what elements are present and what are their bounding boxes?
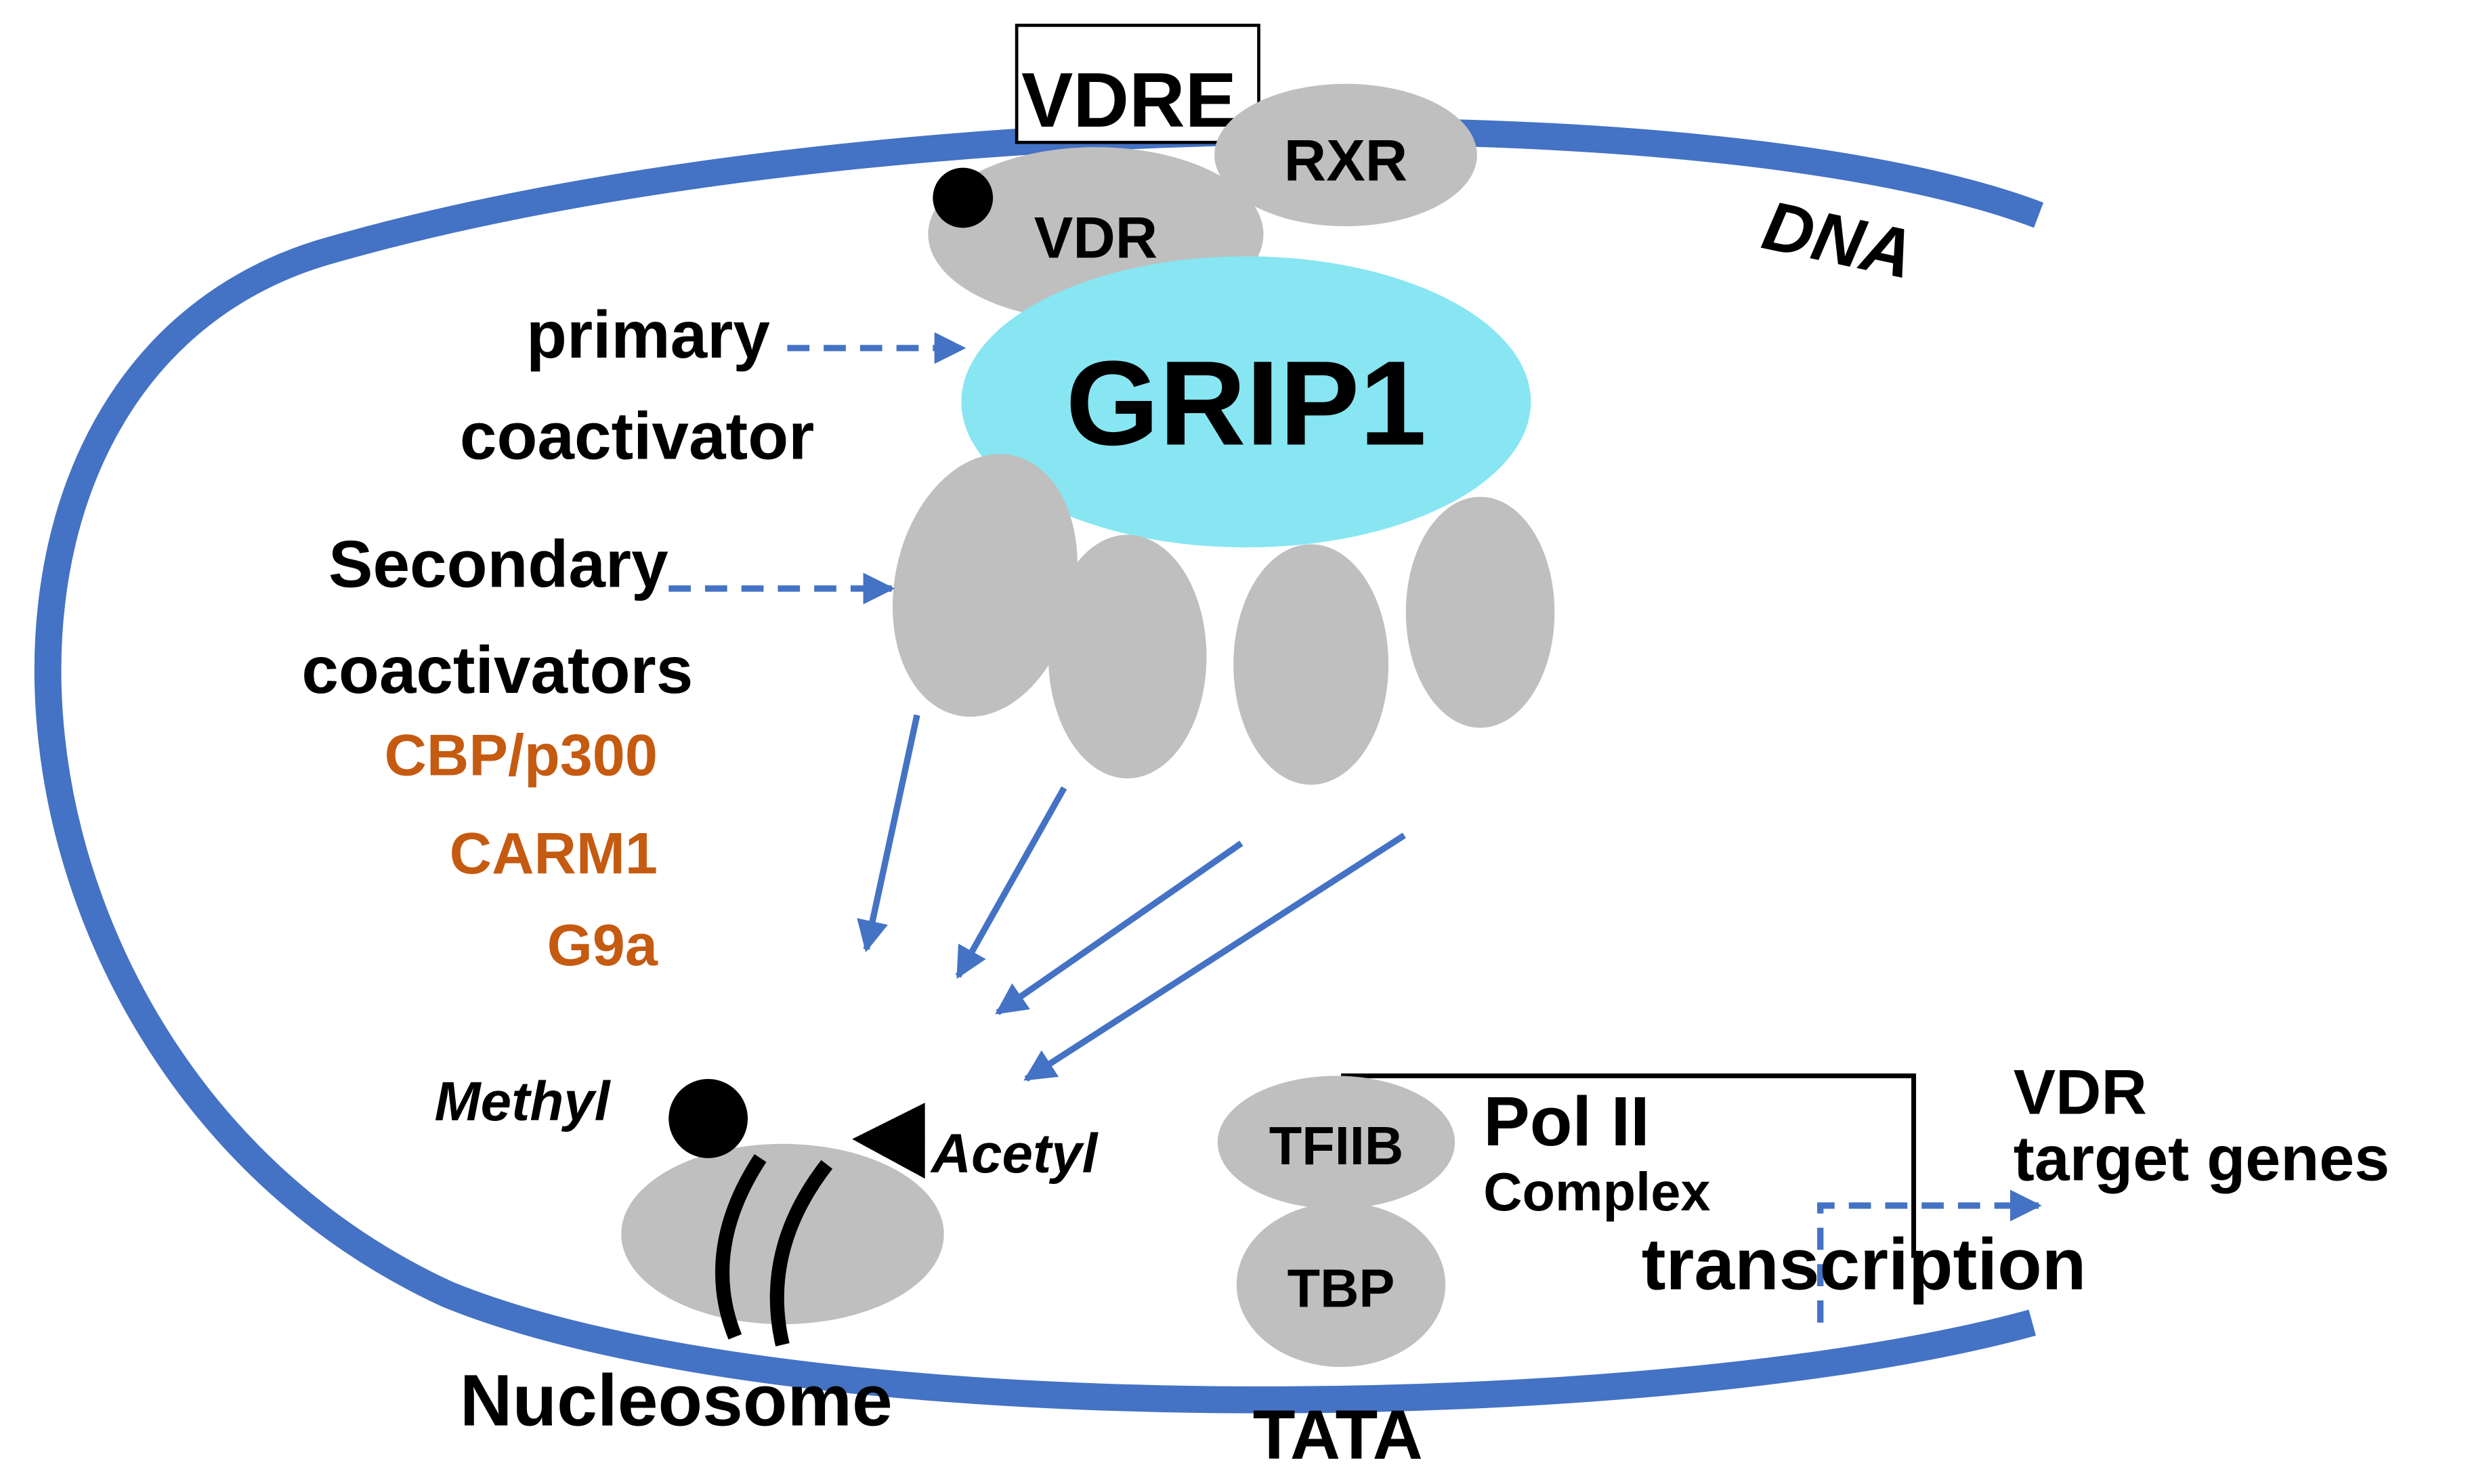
transcription-start-arrow xyxy=(1817,1189,2042,1323)
modification-arrow-1 xyxy=(857,714,920,953)
secondary-coactivator-1 xyxy=(892,454,1078,717)
modification-arrow-2 xyxy=(955,786,1067,979)
enzyme-carm1: CARM1 xyxy=(450,821,658,886)
vdr-label: VDR xyxy=(1034,206,1157,271)
secondary-coactivator-2 xyxy=(1048,534,1207,779)
pol-ii-complex-bracket xyxy=(1340,1073,1917,1258)
rxr-protein xyxy=(1214,83,1477,227)
tbp-label: TBP xyxy=(1288,1258,1395,1318)
enzyme-cbp-p300: CBP/p300 xyxy=(385,723,658,788)
vdre-box xyxy=(1015,24,1260,144)
secondary-coactivators-label-line1: Secondary xyxy=(328,527,668,601)
pol-ii-complex-label: Complex xyxy=(1483,1162,1710,1222)
vdr-target-genes-label-line2: target genes xyxy=(2014,1123,2390,1194)
methyl-label: Methyl xyxy=(435,1071,612,1132)
vitamin-d-ligand-dot xyxy=(933,167,994,228)
transcription-label: transcription xyxy=(1642,1224,2087,1305)
acetyl-group-triangle xyxy=(852,1103,925,1179)
secondary-coactivators-label-line2: coactivators xyxy=(301,633,693,707)
tfiib-protein xyxy=(1217,1076,1455,1209)
dna-label: DNA xyxy=(1756,186,1920,293)
grip1-protein xyxy=(961,256,1531,548)
modification-arrow-3 xyxy=(995,841,1243,1015)
vdr-target-genes-label-line1: VDR xyxy=(2014,1056,2147,1127)
tbp-protein xyxy=(1236,1202,1446,1368)
methyl-group-dot xyxy=(668,1079,748,1158)
vdre-label: VDRE xyxy=(1021,57,1237,144)
pol-ii-label: Pol II xyxy=(1483,1082,1650,1160)
tfiib-label: TFIIB xyxy=(1269,1116,1403,1176)
secondary-coactivator-3 xyxy=(1233,544,1389,785)
grip1-label: GRIP1 xyxy=(1065,335,1426,470)
secondary-coactivator-4 xyxy=(1405,496,1555,728)
nucleosome-label: Nucleosome xyxy=(460,1360,893,1441)
enzyme-g9a: G9a xyxy=(547,913,658,978)
primary-coactivator-label-line1: primary xyxy=(526,297,770,372)
rxr-label: RXR xyxy=(1284,128,1407,193)
nucleosome-dna-wrap-1 xyxy=(715,1154,767,1340)
modification-arrow-4 xyxy=(1023,832,1406,1082)
nucleosome-dna-wrap-2 xyxy=(769,1160,833,1347)
primary-coactivator-label-line2: coactivator xyxy=(460,398,814,473)
tata-label: TATA xyxy=(1253,1396,1423,1474)
acetyl-label: Acetyl xyxy=(930,1123,1099,1185)
